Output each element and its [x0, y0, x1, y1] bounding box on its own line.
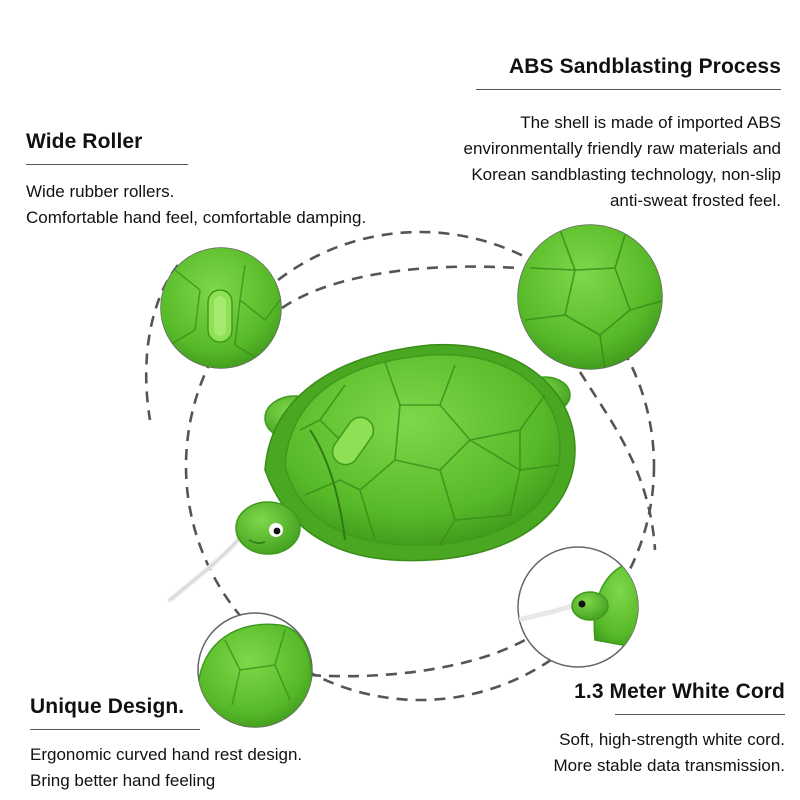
- title-underline: [476, 89, 781, 90]
- description-line: The shell is made of imported ABS: [520, 113, 781, 132]
- feature-abs-sandblasting: ABS Sandblasting Process The shell is ma…: [464, 55, 781, 214]
- feature-title: ABS Sandblasting Process: [509, 55, 781, 78]
- feature-white-cord: 1.3 Meter White Cord Soft, high-strength…: [554, 680, 786, 779]
- description-line: anti-sweat frosted feel.: [609, 191, 781, 210]
- feature-description: Ergonomic curved hand rest design. Bring…: [30, 742, 302, 794]
- description-line: Comfortable hand feel, comfortable dampi…: [26, 208, 367, 227]
- title-underline: [30, 729, 200, 730]
- turtle-mouse-image: [167, 343, 576, 603]
- description-line: Bring better hand feeling: [30, 771, 216, 790]
- description-line: Korean sandblasting technology, non-slip: [471, 165, 781, 184]
- scroll-wheel: [331, 416, 375, 466]
- turtle-head: [235, 501, 301, 555]
- roller-closeup-image: [160, 247, 282, 369]
- shell-closeup-image: [517, 224, 663, 370]
- feature-wide-roller: Wide Roller Wide rubber rollers. Comfort…: [26, 130, 366, 231]
- description-line: Ergonomic curved hand rest design.: [30, 745, 303, 764]
- description-line: More stable data transmission.: [553, 756, 786, 775]
- feature-title: Wide Roller: [26, 130, 143, 153]
- feature-description: Wide rubber rollers. Comfortable hand fe…: [26, 179, 366, 231]
- cord-closeup-image: [517, 546, 639, 668]
- description-line: environmentally friendly raw materials a…: [463, 139, 781, 158]
- design-closeup-image: [197, 612, 313, 728]
- feature-description: The shell is made of imported ABS enviro…: [464, 110, 781, 214]
- feature-title: 1.3 Meter White Cord: [574, 680, 785, 703]
- connector-lines: [144, 264, 657, 678]
- dashed-ring: [184, 230, 656, 702]
- description-line: Soft, high-strength white cord.: [559, 730, 785, 749]
- description-line: Wide rubber rollers.: [26, 182, 175, 201]
- feature-unique-design: Unique Design. Ergonomic curved hand res…: [30, 695, 302, 794]
- title-underline: [615, 714, 785, 715]
- feature-title: Unique Design.: [30, 695, 185, 718]
- feature-description: Soft, high-strength white cord. More sta…: [554, 727, 786, 779]
- title-underline: [26, 164, 188, 165]
